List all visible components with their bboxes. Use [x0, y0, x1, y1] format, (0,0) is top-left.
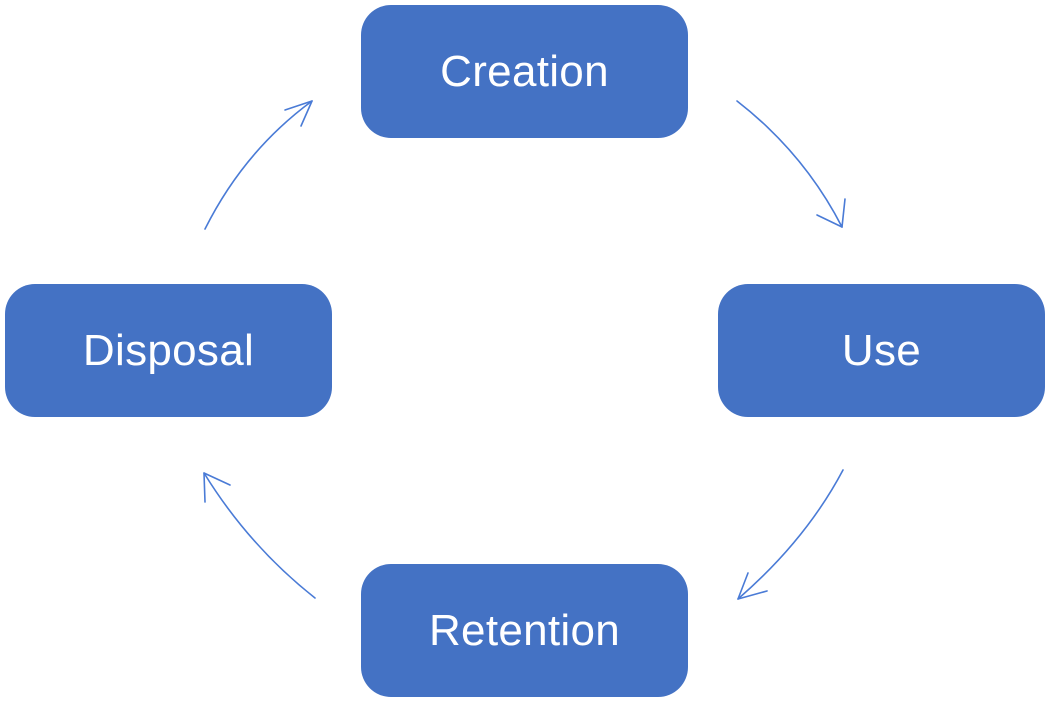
- arrow-creation-to-use: [736, 100, 846, 228]
- arrow-retention-to-disposal: [203, 472, 316, 599]
- node-label-use: Use: [841, 325, 922, 375]
- node-retention: Retention: [361, 564, 688, 697]
- node-label-creation: Creation: [440, 46, 609, 96]
- node-use: Use: [718, 284, 1045, 417]
- node-label-retention: Retention: [428, 605, 621, 655]
- node-creation: Creation: [361, 5, 688, 138]
- arrow-disposal-to-creation: [204, 100, 313, 230]
- arrow-use-to-retention: [737, 469, 844, 600]
- node-label-disposal: Disposal: [82, 325, 255, 375]
- node-disposal: Disposal: [5, 284, 332, 417]
